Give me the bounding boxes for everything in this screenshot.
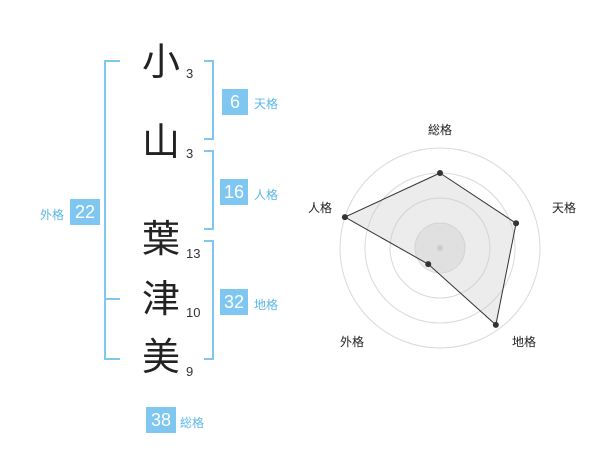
tenkaku-bracket (212, 60, 214, 140)
name-char-2: 山 (141, 120, 180, 164)
soukaku-value: 38 (146, 407, 176, 433)
radar-point-2 (513, 220, 520, 227)
name-char-1: 小 (141, 40, 180, 84)
tenkaku-value: 6 (222, 89, 248, 115)
axis-label-gaikaku: 外格 (340, 334, 364, 349)
radar-point-1 (437, 170, 443, 176)
radar-ring (339, 147, 541, 349)
radar-point-4 (425, 261, 432, 268)
tenkaku-label: 天格 (254, 97, 279, 111)
radar-point-5 (341, 214, 348, 221)
stroke-count-1: 3 (186, 66, 194, 81)
soukaku-label: 総格 (180, 416, 205, 430)
jinkaku-value: 16 (220, 179, 248, 205)
gaikaku-bracket (104, 60, 106, 360)
radar-center (437, 245, 443, 251)
stroke-count-5: 9 (186, 364, 194, 379)
stroke-count-2: 3 (186, 146, 194, 161)
radar-ring (389, 197, 491, 299)
gaikaku-label: 外格 (40, 208, 65, 222)
gaikaku-value: 22 (70, 199, 100, 225)
radar-area (343, 172, 517, 326)
radar-points (341, 170, 520, 328)
axis-label-soukaku: 総格 (428, 122, 452, 137)
stroke-count-3: 13 (186, 246, 201, 261)
axis-label-tenkaku: 天格 (552, 200, 576, 215)
axis-label-jinkaku: 人格 (308, 200, 332, 215)
jinkaku-bracket (212, 150, 214, 230)
stroke-count-4: 10 (186, 305, 201, 320)
radar-chart: 総格 天格 地格 外格 人格 (308, 122, 576, 349)
axis-label-chikaku: 地格 (512, 334, 536, 349)
name-char-4: 津 (141, 277, 180, 321)
radar-point-3 (492, 321, 499, 328)
chikaku-bracket (212, 240, 214, 360)
jinkaku-label: 人格 (254, 188, 279, 202)
chikaku-value: 32 (220, 289, 248, 315)
chikaku-label: 地格 (254, 298, 279, 312)
name-diagram: 小 3 山 3 葉 13 津 10 美 9 6 天格 16 人格 32 地格 外… (40, 40, 279, 433)
name-char-3: 葉 (141, 217, 180, 261)
name-char-5: 美 (141, 335, 180, 379)
